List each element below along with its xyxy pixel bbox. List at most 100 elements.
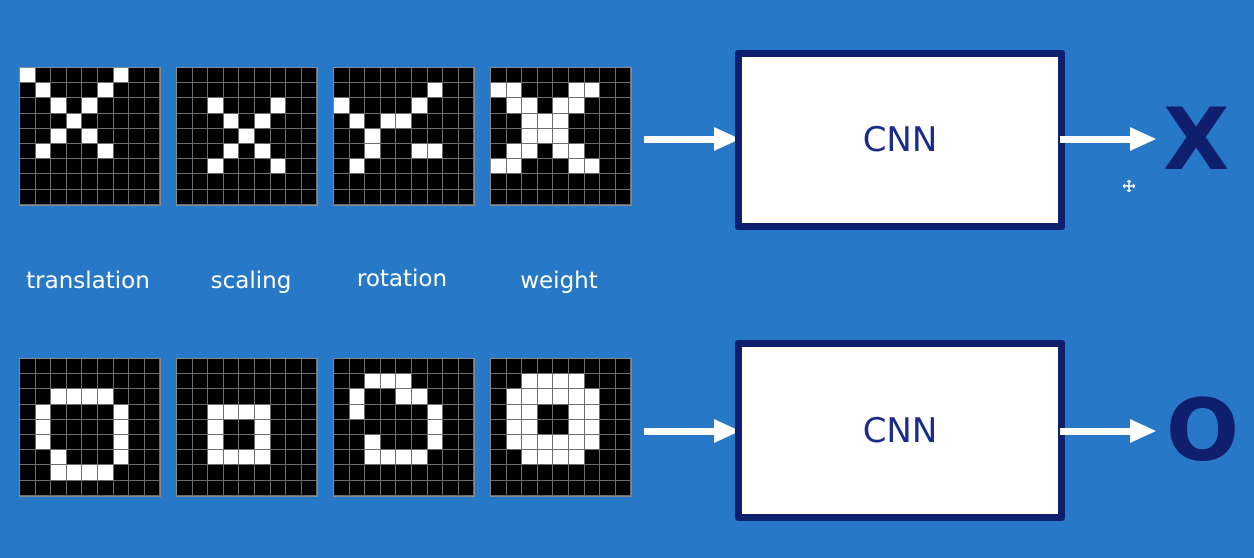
grid-cell	[286, 128, 302, 144]
o-rotation-grid	[332, 358, 476, 497]
grid-cell	[615, 359, 632, 375]
grid-cell	[334, 374, 350, 390]
grid-cell	[66, 480, 83, 496]
grid-cell	[427, 434, 444, 451]
grid-cell	[600, 374, 616, 390]
grid-cell	[443, 128, 459, 144]
grid-cell	[192, 113, 209, 129]
grid-cell	[20, 389, 36, 405]
grid-cell	[458, 143, 475, 160]
grid-cell	[411, 159, 428, 175]
grid-cell	[568, 98, 585, 114]
grid-cell	[427, 374, 444, 390]
grid-cell	[20, 68, 36, 84]
grid-cell	[51, 434, 67, 451]
move-cursor-icon	[1123, 180, 1135, 192]
grid-cell	[286, 434, 302, 451]
grid-cell	[615, 389, 632, 405]
grid-cell	[411, 83, 428, 99]
grid-cell	[506, 374, 523, 390]
grid-cell	[615, 404, 632, 420]
grid-cell	[239, 174, 255, 190]
grid-cell	[97, 374, 114, 390]
grid-cell	[129, 374, 145, 390]
grid-cell	[600, 159, 616, 175]
grid-cell	[223, 68, 240, 84]
grid-cell	[506, 450, 523, 466]
grid-cell	[615, 113, 632, 129]
grid-cell	[365, 389, 381, 405]
grid-cell	[51, 189, 67, 205]
grid-cell	[129, 189, 145, 205]
grid-cell	[51, 143, 67, 160]
grid-cell	[97, 98, 114, 114]
grid-cell	[301, 434, 318, 451]
grid-cell	[458, 434, 475, 451]
grid-cell	[113, 389, 130, 405]
grid-cell	[192, 189, 209, 205]
grid-cell	[491, 434, 507, 451]
grid-cell	[82, 68, 98, 84]
grid-cell	[208, 98, 224, 114]
grid-cell	[396, 480, 412, 496]
grid-cell	[553, 389, 569, 405]
grid-cell	[239, 480, 255, 496]
grid-cell	[270, 404, 287, 420]
grid-cell	[35, 359, 52, 375]
grid-cell	[254, 83, 271, 99]
grid-cell	[334, 434, 350, 451]
grid-cell	[349, 419, 366, 435]
grid-cell	[568, 128, 585, 144]
grid-cell	[82, 189, 98, 205]
grid-cell	[349, 465, 366, 481]
grid-cell	[129, 128, 145, 144]
grid-cell	[144, 83, 161, 99]
x-weight-grid	[489, 67, 633, 206]
grid-cell	[365, 174, 381, 190]
grid-cell	[286, 174, 302, 190]
grid-cell	[584, 374, 601, 390]
grid-cell	[506, 480, 523, 496]
grid-cell	[223, 465, 240, 481]
grid-cell	[584, 159, 601, 175]
grid-cell	[365, 374, 381, 390]
grid-cell	[82, 374, 98, 390]
grid-cell	[458, 98, 475, 114]
grid-cell	[553, 359, 569, 375]
grid-cell	[239, 374, 255, 390]
grid-cell	[506, 143, 523, 160]
grid-cell	[35, 143, 52, 160]
grid-cell	[537, 450, 554, 466]
grid-cell	[537, 480, 554, 496]
grid-cell	[208, 359, 224, 375]
grid-cell	[553, 128, 569, 144]
grid-cell	[458, 389, 475, 405]
grid-cell	[396, 359, 412, 375]
grid-cell	[239, 450, 255, 466]
grid-cell	[365, 128, 381, 144]
grid-cell	[365, 143, 381, 160]
grid-cell	[286, 419, 302, 435]
grid-cell	[51, 389, 67, 405]
grid-cell	[349, 174, 366, 190]
grid-cell	[443, 434, 459, 451]
arrow-right-icon	[1060, 419, 1156, 443]
grid-cell	[97, 389, 114, 405]
grid-cell	[254, 113, 271, 129]
grid-cell	[365, 159, 381, 175]
grid-cell	[584, 450, 601, 466]
grid-cell	[380, 434, 397, 451]
grid-cell	[334, 83, 350, 99]
grid-cell	[615, 174, 632, 190]
grid-cell	[254, 480, 271, 496]
grid-cell	[427, 128, 444, 144]
grid-cell	[506, 98, 523, 114]
grid-cell	[491, 389, 507, 405]
grid-cell	[301, 113, 318, 129]
grid-cell	[600, 359, 616, 375]
grid-cell	[380, 404, 397, 420]
grid-cell	[537, 189, 554, 205]
grid-cell	[427, 404, 444, 420]
grid-cell	[568, 480, 585, 496]
grid-cell	[82, 450, 98, 466]
